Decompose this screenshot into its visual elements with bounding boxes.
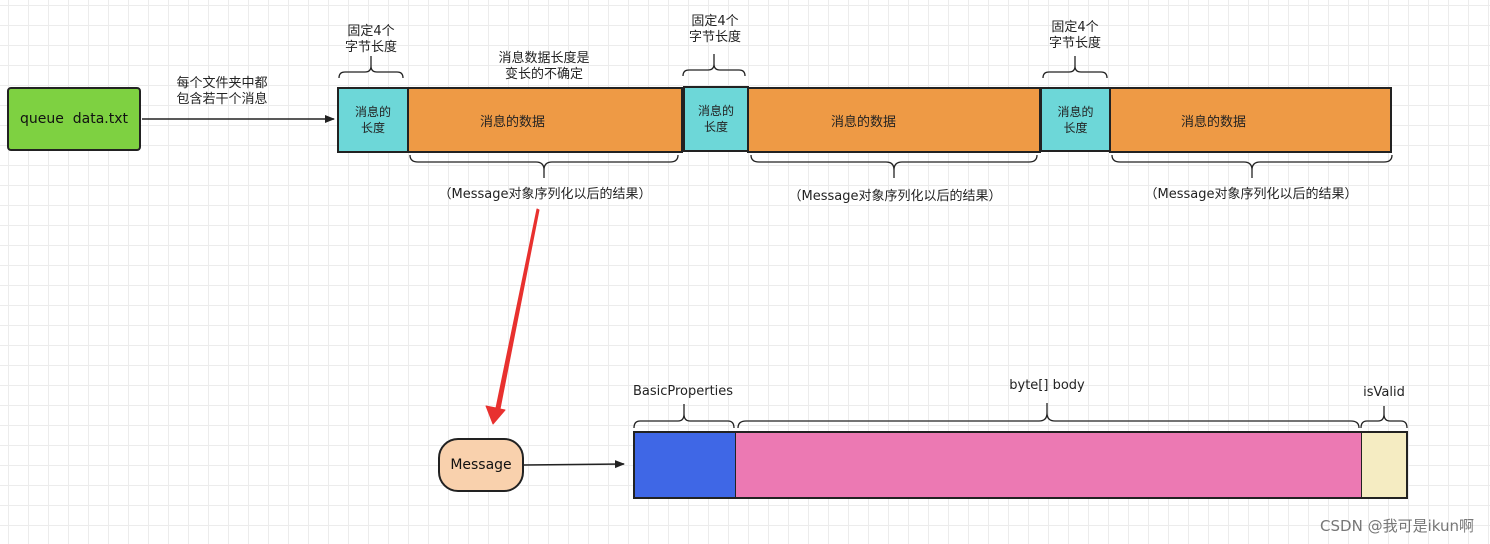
- serialized-note-3: （Message对象序列化以后的结果）: [1144, 187, 1358, 202]
- file-box-label: queue data.txt: [19, 111, 128, 127]
- serialized-note-2: （Message对象序列化以后的结果）: [788, 189, 1002, 204]
- brace-fixed-2: [682, 54, 746, 77]
- data-box-3-label: 消息的数据: [1181, 114, 1247, 130]
- brace-basic: [633, 404, 735, 429]
- basic-properties-label: BasicProperties: [632, 384, 734, 399]
- length-box-2-line2: 长度: [703, 120, 728, 134]
- data-box-1-label: 消息的数据: [480, 114, 546, 130]
- message-box-label: Message: [450, 457, 512, 473]
- data-box-2-label: 消息的数据: [831, 114, 897, 130]
- byte-body-label: byte[] body: [1009, 378, 1085, 393]
- red-arrow: [485, 208, 540, 425]
- serialized-note-1: （Message对象序列化以后的结果）: [438, 187, 652, 202]
- is-valid-segment: [1361, 431, 1408, 499]
- arrow-note-line2: 包含若干个消息: [176, 92, 268, 107]
- length-box-1: 消息的 长度: [337, 87, 409, 153]
- queue-data-file-box: queue data.txt: [7, 87, 141, 151]
- brace-fixed-1: [338, 56, 404, 79]
- fixed-length-note-1: 固定4个 字节长度: [331, 24, 411, 56]
- basic-properties-segment: [633, 431, 736, 499]
- fixed-note-1-line1: 固定4个: [347, 24, 395, 39]
- message-to-layout-arrow: [523, 460, 625, 469]
- fixed-note-3-line2: 字节长度: [1048, 36, 1101, 51]
- data-box-3: 消息的数据: [1109, 87, 1392, 153]
- fixed-length-note-2: 固定4个 字节长度: [675, 14, 755, 46]
- variable-length-note: 消息数据长度是 变长的不确定: [480, 51, 608, 83]
- byte-body-segment: [735, 431, 1362, 499]
- fixed-note-1-line2: 字节长度: [344, 40, 397, 55]
- csdn-watermark: CSDN @我可是ikun啊: [1320, 517, 1474, 535]
- length-box-2: 消息的 长度: [683, 86, 749, 152]
- data-box-1: 消息的数据: [407, 87, 683, 153]
- fixed-note-3-line1: 固定4个: [1051, 20, 1099, 35]
- fixed-note-2-line1: 固定4个: [691, 14, 739, 29]
- brace-data-1: [409, 154, 679, 178]
- arrow-note: 每个文件夹中都 包含若干个消息: [160, 76, 284, 108]
- variable-note-line1: 消息数据长度是: [498, 51, 590, 66]
- length-box-1-line1: 消息的: [354, 105, 391, 119]
- length-box-3-line2: 长度: [1063, 120, 1088, 135]
- arrow-note-line1: 每个文件夹中都: [176, 76, 268, 91]
- fixed-length-note-3: 固定4个 字节长度: [1035, 20, 1115, 52]
- length-box-3-line1: 消息的: [1057, 104, 1094, 119]
- variable-note-line2: 变长的不确定: [504, 67, 583, 82]
- message-box: Message: [438, 438, 524, 492]
- data-box-2: 消息的数据: [747, 87, 1041, 153]
- is-valid-label: isValid: [1363, 385, 1405, 400]
- fixed-note-2-line2: 字节长度: [688, 30, 741, 45]
- length-box-2-line1: 消息的: [697, 104, 734, 118]
- brace-valid: [1360, 406, 1408, 429]
- brace-fixed-3: [1042, 56, 1108, 79]
- brace-data-2: [750, 154, 1038, 178]
- brace-data-3: [1111, 154, 1393, 178]
- brace-body: [737, 403, 1360, 429]
- length-box-3: 消息的 长度: [1040, 87, 1111, 152]
- length-box-1-line2: 长度: [360, 121, 385, 135]
